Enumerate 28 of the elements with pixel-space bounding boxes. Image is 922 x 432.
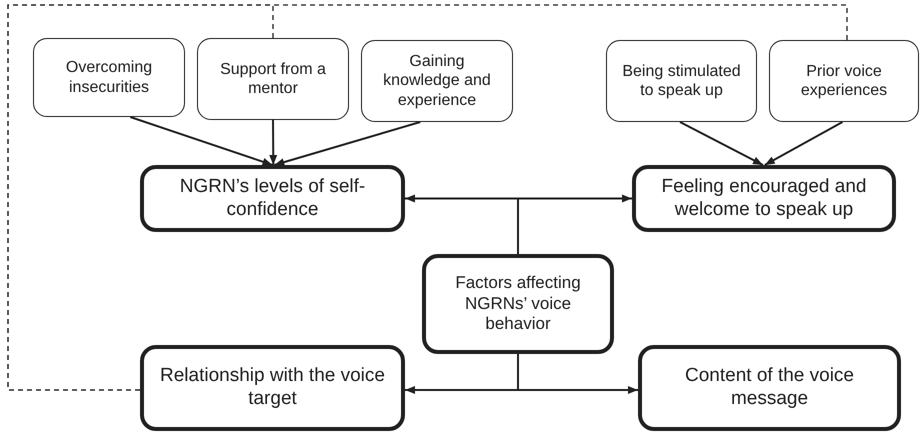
factor-box bbox=[769, 40, 919, 122]
arrow bbox=[130, 116, 273, 166]
factor-box bbox=[33, 38, 185, 117]
box-label: Prior voice experiences bbox=[800, 62, 888, 100]
box-label: Content of the voice message bbox=[684, 365, 855, 411]
arrow bbox=[269, 120, 278, 165]
box-label: Overcoming insecurities bbox=[64, 58, 154, 97]
arrow bbox=[764, 121, 843, 166]
box-label: Feeling encouraged and welcome to speak up bbox=[660, 176, 868, 222]
box-label: Factors affecting NGRNs’ voice behavior bbox=[454, 273, 582, 335]
factor-box bbox=[606, 40, 757, 122]
concept-box bbox=[638, 345, 901, 431]
arrow bbox=[274, 121, 421, 166]
concept-box bbox=[632, 165, 896, 232]
arrow bbox=[517, 194, 632, 254]
concept-box bbox=[422, 254, 614, 354]
concept-box bbox=[140, 165, 405, 232]
concept-box bbox=[140, 345, 405, 431]
factor-box bbox=[361, 40, 513, 122]
box-label: NGRN’s levels of self-confidence bbox=[178, 176, 366, 222]
arrow bbox=[680, 121, 764, 166]
box-label: Relationship with the voice target bbox=[159, 365, 386, 411]
box-label: Support from a mentor bbox=[219, 60, 327, 98]
box-label: Being stimulated to speak up bbox=[621, 62, 742, 100]
box-label: Gaining knowledge and experience bbox=[382, 52, 492, 110]
arrow bbox=[517, 354, 638, 394]
factor-box bbox=[197, 38, 349, 120]
connector-line bbox=[7, 4, 848, 391]
